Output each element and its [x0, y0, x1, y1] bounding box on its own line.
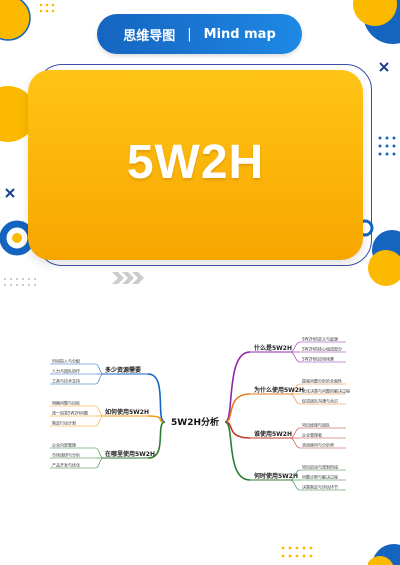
header-title-en: Mind map — [203, 26, 276, 42]
header-separator: | — [187, 26, 192, 42]
mindmap-leaf: 优化决策与问题的解决过程 — [302, 388, 350, 394]
mindmap-leaf: 咨询顾问与分析师 — [302, 442, 334, 448]
mindmap-leaf: 5W2H的应用场景 — [302, 356, 334, 362]
mindmap-branch-title: 何时使用5W2H — [254, 472, 298, 480]
mindmap-branch-line — [147, 373, 166, 423]
hero-title: 5W2H — [126, 136, 265, 189]
mindmap-leaf: 问题诊断与解决过程 — [302, 474, 338, 480]
mindmap-branch-title: 什么是5W2H — [254, 344, 292, 352]
close-icon — [379, 62, 389, 72]
mindmap-leaf: 明确问题与目标 — [52, 400, 80, 406]
mindmap-leaf: 制定行动计划 — [52, 420, 76, 426]
mindmap-leaf: 项目经理与团队 — [302, 422, 330, 428]
mindmap-leaf: 项目启动与规划阶段 — [302, 464, 338, 470]
decor-bottom-right-circles — [368, 230, 400, 286]
mindmap-leaf: 产品开发与优化 — [52, 462, 80, 468]
mindmap-branch-line — [224, 421, 251, 481]
mindmap-branch-title: 为什么使用5W2H — [254, 386, 304, 394]
hero-card — [28, 70, 363, 260]
mindmap-branch-title: 多少资源需要 — [105, 366, 141, 374]
mindmap-leaf-line — [95, 405, 104, 417]
decor-chevrons — [112, 272, 144, 284]
mindmap-leaf: 企业管理者 — [302, 432, 322, 438]
decor-top-right — [353, 0, 400, 44]
decor-bottom-right-shape — [368, 544, 400, 565]
mindmap-branch-line — [224, 393, 251, 423]
mindmap-leaf-line — [289, 393, 301, 405]
header-pill: 思维导图 | Mind map — [97, 14, 302, 54]
mindmap-branch-line — [224, 351, 251, 423]
decor-right-dots — [378, 136, 396, 156]
decor-left-yellow-circle — [0, 86, 36, 142]
mindmap-leaf-line — [289, 479, 301, 491]
decor-left-dots — [4, 278, 36, 286]
mindmap-leaf: 5W2H的核心组成部分 — [302, 346, 342, 352]
decor-top-left — [0, 0, 31, 41]
mindmap-leaf-line — [95, 415, 104, 427]
mindmap-leaf-line — [95, 373, 104, 385]
mindmap-leaf: 5W2H的定义与起源 — [302, 336, 338, 342]
mindmap-branch-title: 谁使用5W2H — [254, 430, 292, 438]
mindmap-branch-title: 在哪里使用5W2H — [105, 450, 155, 458]
mindmap-leaf: 逐一回答5W2H问题 — [52, 410, 88, 416]
mindmap-leaf: 促进团队沟通与共识 — [302, 398, 338, 404]
mindmap-leaf-line — [289, 351, 301, 363]
mindmap-leaf: 人力与团队协作 — [52, 368, 80, 374]
mindmap-leaf-line — [289, 437, 301, 449]
decor-top-left-dots — [39, 3, 55, 13]
mindmap-leaf: 时间投入与分配 — [52, 358, 80, 364]
mindmap-center: 5W2H分析 — [171, 416, 219, 428]
mind-map: 5W2H分析 什么是5W2H 5W2H的定义与起源 5W2H的核心组成部分 5W2H的应… — [50, 336, 350, 491]
header-title-cn: 思维导图 — [123, 28, 176, 44]
mindmap-branch-line — [147, 421, 166, 459]
mindmap-leaf-line — [95, 457, 104, 469]
mindmap-leaf-line — [95, 447, 104, 459]
mindmap-leaf: 提高问题分析的全面性 — [302, 378, 342, 384]
mindmap-leaf: 企业内部管理 — [52, 442, 76, 448]
mindmap-leaf: 工具与技术支持 — [52, 378, 80, 384]
mindmap-leaf: 市场调研与分析 — [52, 452, 80, 458]
decor-bottom-dots — [281, 546, 313, 558]
mindmap-branch-title: 如何使用5W2H — [105, 408, 149, 416]
close-icon-left — [5, 188, 15, 198]
mindmap-leaf: 决策制定与评估环节 — [302, 484, 338, 490]
mindmap-leaf-line — [95, 363, 104, 375]
